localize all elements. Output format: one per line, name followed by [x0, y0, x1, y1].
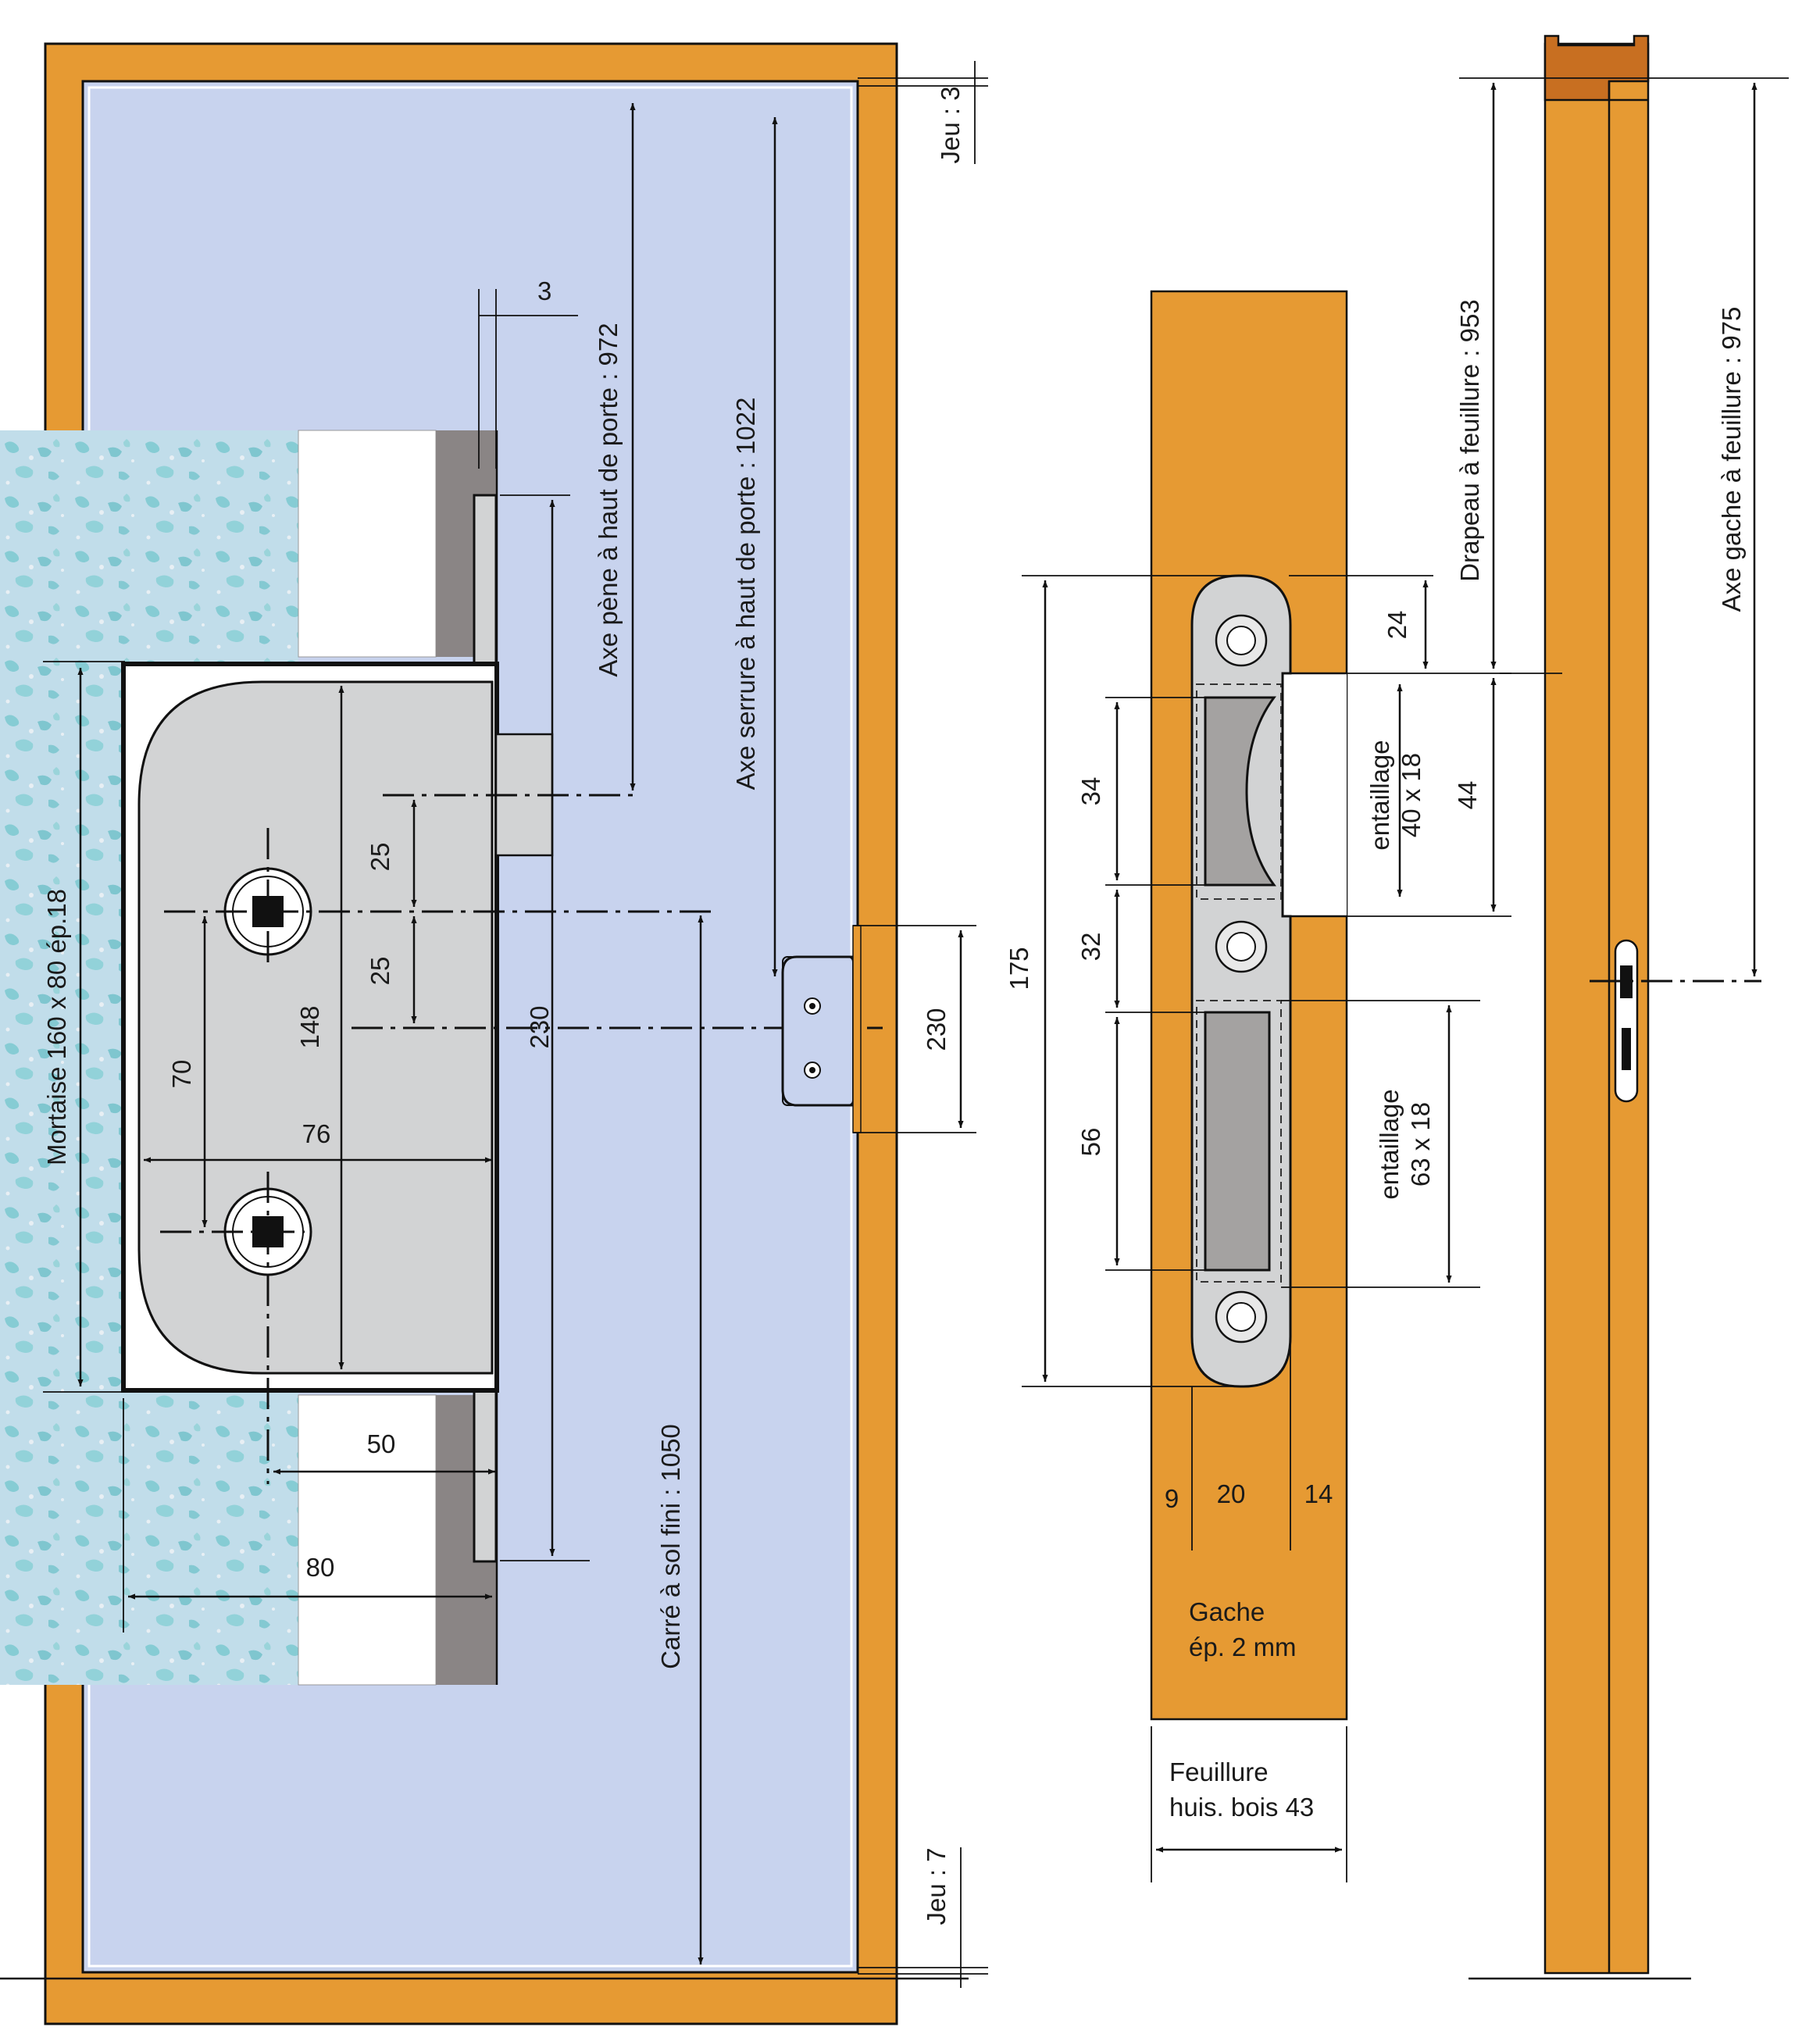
entaillage-1-line2: 40 x 18	[1397, 753, 1426, 837]
jeu-top-label: Jeu : 3	[936, 86, 965, 163]
dim-32-label: 32	[1076, 933, 1105, 962]
strike-plate-view: 175 24 34 32 56 44 entaillage 40 x 18 en…	[1005, 290, 1511, 1882]
dim-70-label: 70	[167, 1060, 196, 1089]
drapeau-label: Drapeau à feuillure : 953	[1455, 299, 1484, 581]
carre-sol-label: Carré à sol fini : 1050	[656, 1424, 685, 1669]
dim-25b-label: 25	[366, 957, 394, 986]
dim-20-label: 20	[1217, 1479, 1246, 1508]
dim-76-label: 76	[302, 1119, 331, 1148]
dim-44-label: 44	[1453, 781, 1482, 810]
feuillure-line1: Feuillure	[1169, 1757, 1269, 1786]
gache-line1: Gache	[1189, 1597, 1265, 1626]
bolt-opening	[1204, 1011, 1271, 1272]
dim-175-label: 175	[1005, 947, 1033, 990]
dim-14-label: 14	[1304, 1479, 1333, 1508]
gache-line2: ép. 2 mm	[1189, 1633, 1297, 1661]
door-elevation: Jeu : 3 Jeu : 7 3 Axe pène à haut de por…	[0, 42, 988, 2025]
mortaise-label: Mortaise 160 x 80 ép.18	[42, 889, 71, 1165]
dim-230-label: 230	[525, 1005, 554, 1048]
dim-50-label: 50	[367, 1429, 396, 1458]
dim-56-label: 56	[1076, 1128, 1105, 1157]
dim-34-label: 34	[1076, 777, 1105, 806]
jeu-bottom-label: Jeu : 7	[922, 1847, 951, 1925]
gap-3-label: 3	[537, 277, 551, 305]
entaillage-1-line1: entaillage	[1365, 740, 1394, 850]
dim-25a-label: 25	[366, 843, 394, 872]
lock-case	[137, 680, 494, 1375]
dim-24-label: 24	[1383, 611, 1411, 640]
hinge	[781, 925, 862, 1133]
strike-screw-top	[1215, 614, 1268, 667]
frame-side-top	[1543, 34, 1650, 102]
frame-side-view: Drapeau à feuillure : 953 Axe gache à fe…	[1455, 34, 1789, 1980]
hinge-230-label: 230	[922, 1008, 951, 1051]
feuillure-line2: huis. bois 43	[1169, 1793, 1314, 1822]
dim-9-label: 9	[1165, 1484, 1179, 1513]
entaillage-2-line1: entaillage	[1375, 1089, 1404, 1199]
dim-80-label: 80	[306, 1553, 335, 1582]
frame-strike-slot	[1614, 939, 1639, 1103]
strike-screw-middle	[1215, 920, 1268, 973]
entaillage-2-line2: 63 x 18	[1406, 1102, 1435, 1186]
latch-opening	[1204, 696, 1276, 887]
axe-gache-label: Axe gache à feuillure : 975	[1717, 307, 1746, 612]
axe-serrure-label: Axe serrure à haut de porte : 1022	[731, 398, 760, 790]
axe-pene-label: Axe pène à haut de porte : 972	[594, 323, 623, 676]
dim-148-label: 148	[295, 1005, 324, 1048]
strike-screw-bottom	[1215, 1290, 1268, 1344]
